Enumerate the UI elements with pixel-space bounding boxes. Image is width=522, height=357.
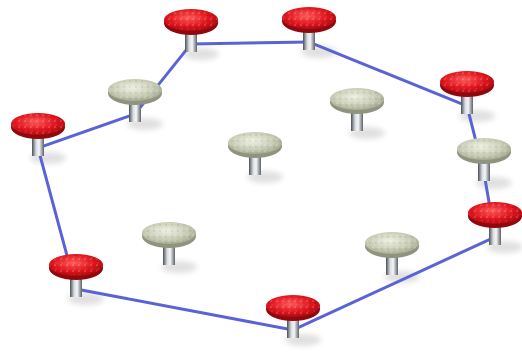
gray-nail: [228, 132, 282, 175]
gray-nail: [330, 88, 384, 131]
red-nail: [164, 9, 218, 52]
nail-head-texture: [143, 223, 195, 243]
nail-head-texture: [469, 203, 521, 223]
red-nail: [440, 71, 494, 114]
red-nail: [49, 254, 103, 297]
gray-nail: [142, 222, 196, 265]
nail-head-texture: [366, 233, 418, 253]
nail-head-texture: [267, 296, 319, 316]
nail-head-texture: [229, 133, 281, 153]
nail-head-texture: [50, 255, 102, 275]
red-nail: [282, 7, 336, 50]
nail-head-texture: [109, 80, 161, 100]
gray-nail: [457, 138, 511, 181]
red-nail: [468, 202, 522, 245]
nail-head-texture: [283, 8, 335, 28]
nail-head-texture: [458, 139, 510, 159]
gray-nail: [365, 232, 419, 275]
nail-head-texture: [441, 72, 493, 92]
nail-head-texture: [12, 114, 64, 134]
gray-nail: [108, 79, 162, 122]
nail-head-texture: [165, 10, 217, 30]
red-nail: [11, 113, 65, 156]
nail-head-texture: [331, 89, 383, 109]
rubber-band: [36, 40, 497, 332]
red-nail: [266, 295, 320, 338]
